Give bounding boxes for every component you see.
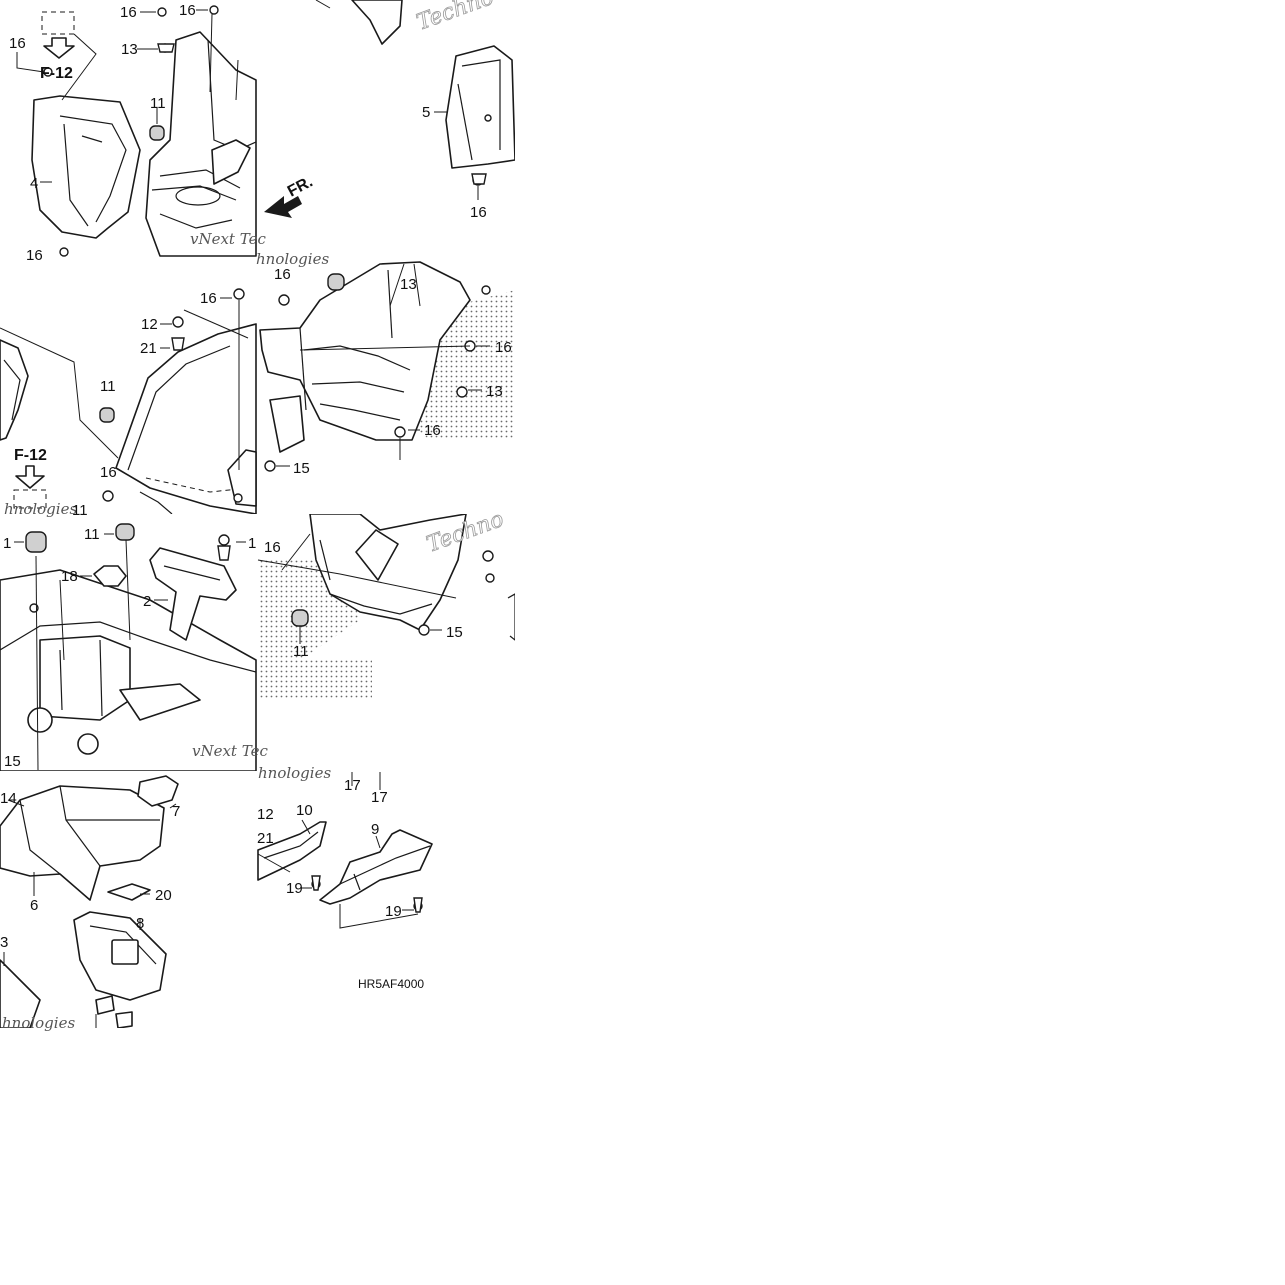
callout-label: 13 bbox=[486, 383, 503, 400]
part-20-clip bbox=[107, 883, 151, 901]
part-4-front-panel bbox=[31, 95, 141, 239]
callout-label: 11 bbox=[84, 526, 100, 543]
callout-label: 11 bbox=[72, 502, 88, 519]
callout-label: 17 bbox=[344, 777, 361, 794]
callout-label: 21 bbox=[140, 340, 157, 357]
svg-text:Techno: Techno bbox=[414, 0, 498, 36]
callout-label: 7 bbox=[172, 803, 180, 820]
tile-rear-covers bbox=[0, 775, 179, 1028]
svg-text:hnologies: hnologies bbox=[256, 250, 329, 268]
callout-label: 11 bbox=[293, 643, 309, 660]
callout-label: 21 bbox=[257, 830, 274, 847]
callout-label: 1 bbox=[248, 535, 256, 552]
grommet-11 bbox=[99, 407, 115, 423]
svg-text:hnologies: hnologies bbox=[4, 500, 77, 518]
callout-label: 13 bbox=[121, 41, 138, 58]
svg-text:vNext Tec: vNext Tec bbox=[192, 742, 268, 760]
callout-label: 6 bbox=[30, 897, 38, 914]
tile-side-cover bbox=[264, 0, 515, 218]
rear-fender-side bbox=[115, 323, 257, 514]
callout-label: 15 bbox=[446, 624, 463, 641]
callout-label: 16 bbox=[495, 339, 512, 356]
callout-label: 16 bbox=[120, 4, 137, 21]
tile-rear-fender bbox=[0, 523, 257, 771]
callout-label: 15 bbox=[293, 460, 310, 477]
part-6-rear-cover bbox=[0, 785, 165, 901]
diagram-code: HR5AF4000 bbox=[358, 977, 424, 991]
tile-fender-side bbox=[0, 288, 257, 514]
grommet-11 bbox=[327, 273, 345, 291]
callout-label: 3 bbox=[0, 934, 8, 951]
callout-label: 1 bbox=[3, 535, 11, 552]
svg-text:hnologies: hnologies bbox=[258, 764, 331, 782]
svg-text:vNext Tec: vNext Tec bbox=[190, 230, 266, 248]
grommet-11 bbox=[115, 523, 135, 541]
grommet-1 bbox=[25, 531, 47, 553]
direction-label: FR. bbox=[285, 173, 316, 200]
grommet-11 bbox=[149, 125, 165, 141]
callout-label: 11 bbox=[150, 95, 166, 112]
tile-footwell bbox=[259, 261, 515, 472]
svg-text:hnologies: hnologies bbox=[2, 1014, 75, 1032]
callout-label: 16 bbox=[274, 266, 291, 283]
callout-label: 10 bbox=[296, 802, 313, 819]
part-18-clamp bbox=[93, 565, 127, 587]
callout-label: 5 bbox=[422, 104, 430, 121]
callout-label: 19 bbox=[286, 880, 303, 897]
reference-label: F-12 bbox=[40, 65, 73, 82]
grommet-11 bbox=[291, 609, 309, 627]
callout-label: 15 bbox=[4, 753, 21, 770]
callout-label: 8 bbox=[136, 915, 144, 932]
callout-label: 12 bbox=[257, 806, 274, 823]
callout-label: 14 bbox=[0, 790, 17, 807]
part-2-bracket bbox=[149, 547, 237, 641]
callout-label: 16 bbox=[179, 2, 196, 19]
callout-label: 16 bbox=[200, 290, 217, 307]
callout-label: 12 bbox=[141, 316, 158, 333]
callout-label: 17 bbox=[371, 789, 388, 806]
part-3-cover bbox=[0, 959, 41, 1028]
tile-fender-detail bbox=[257, 514, 515, 700]
part-10-skid-plate bbox=[257, 821, 327, 881]
callout-label: 18 bbox=[61, 568, 78, 585]
callouts: 16 16 16 13 11 4 16 5 16 16 12 21 11 16 … bbox=[0, 2, 512, 951]
tile-front-panel bbox=[16, 5, 257, 257]
inner-fender-left bbox=[145, 31, 257, 257]
callout-label: 16 bbox=[424, 422, 441, 439]
callout-label: 19 bbox=[385, 903, 402, 920]
callout-label: 16 bbox=[470, 204, 487, 221]
part-5-side-cover bbox=[445, 45, 515, 169]
callout-label: 2 bbox=[143, 593, 151, 610]
callout-label: 16 bbox=[100, 464, 117, 481]
tile-skid-plates bbox=[257, 772, 433, 929]
callout-label: 4 bbox=[30, 175, 38, 192]
callout-label: 9 bbox=[371, 821, 379, 838]
front-arrow bbox=[264, 196, 302, 218]
callout-label: 11 bbox=[100, 378, 116, 395]
part-7-clip bbox=[137, 775, 179, 807]
callout-label: 16 bbox=[26, 247, 43, 264]
callout-label: 16 bbox=[9, 35, 26, 52]
footwell-panel bbox=[259, 261, 471, 441]
callout-label: 13 bbox=[400, 276, 417, 293]
callout-label: 16 bbox=[264, 539, 281, 556]
callout-label: 20 bbox=[155, 887, 172, 904]
reference-label: F-12 bbox=[14, 447, 47, 464]
